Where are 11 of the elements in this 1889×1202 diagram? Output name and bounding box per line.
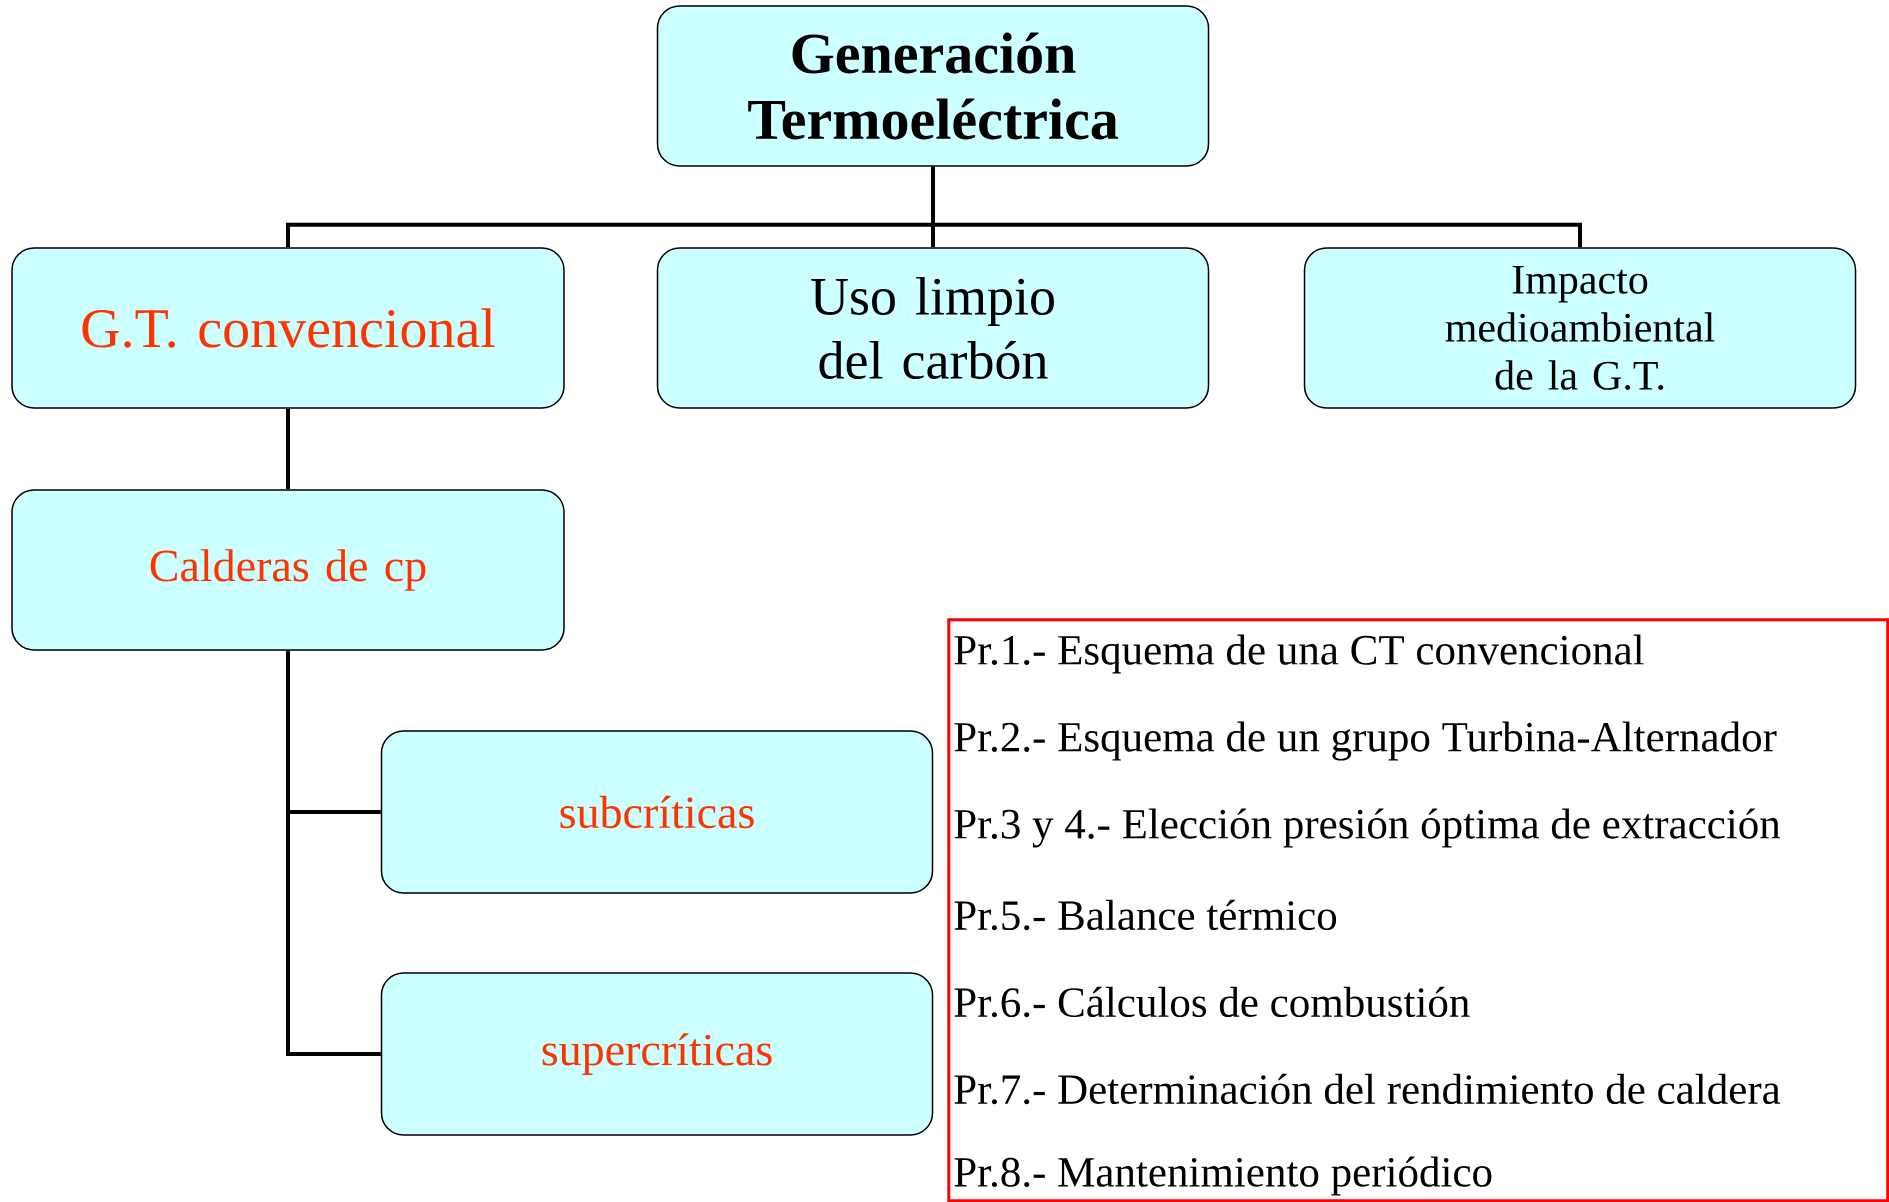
rounded-box: Uso limpio del carbón [656, 247, 1210, 409]
rounded-box: Impacto medioambiental de la G.T. [1303, 247, 1857, 409]
connector-line [286, 408, 290, 490]
rounded-box: G.T. convencional [11, 247, 565, 409]
practice-list: Pr.1.- Esquema de una CT convencional Pr.2.- Esquema de un grupo Turbina-Alternador Pr.3 y 4.- Elección presión óptima de extracción Pr.5.- Balance térmico Pr.6.- Cálculos de combustión Pr.7.- Determinación del rendimiento de caldera Pr.8.- Mantenimiento periódico [947, 618, 1889, 1202]
connector-line [931, 166, 1582, 248]
rounded-box: subcríticas [380, 730, 934, 894]
rounded-box: Calderas de cp [11, 489, 565, 651]
rounded-box: Generación Termoeléctrica [656, 5, 1210, 167]
rounded-box: supercríticas [380, 972, 934, 1136]
connector-line [286, 650, 381, 1056]
